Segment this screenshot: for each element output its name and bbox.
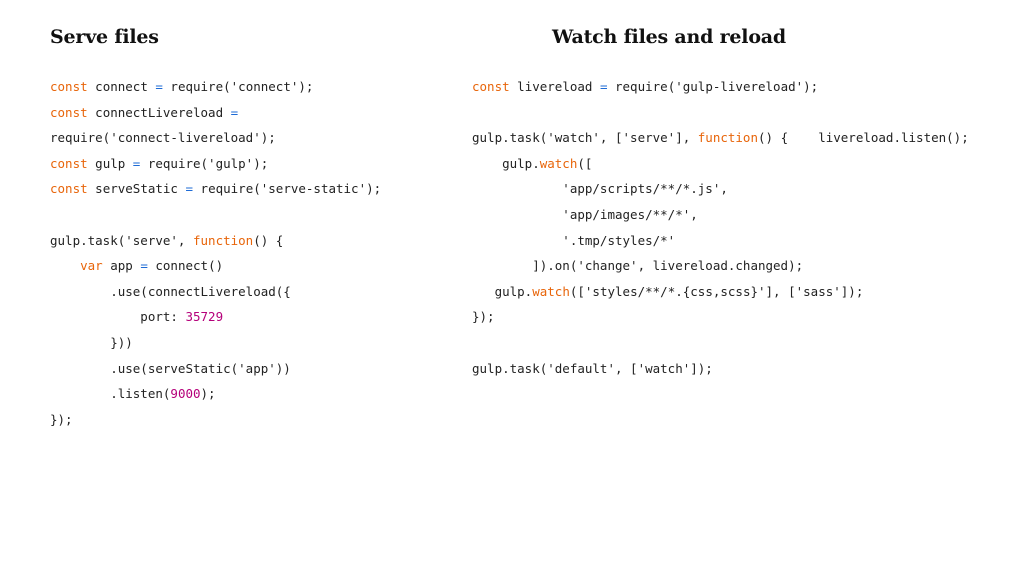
serve-files-code-block: const connect = require('connect');const… [50, 74, 381, 432]
code-text: gulp.task('default', ['watch']); [472, 360, 713, 376]
code-text: .use(connectLivereload({ [50, 283, 291, 299]
code-text: port: [50, 309, 186, 325]
code-line: gulp.task('serve', function() { [50, 228, 381, 254]
code-text: require('serve-static'); [193, 181, 382, 197]
code-function: watch [532, 283, 570, 299]
code-text: app [102, 258, 141, 274]
watch-files-heading: Watch files and reload [552, 26, 786, 48]
code-text: ); [200, 386, 216, 402]
code-text: ]).on('change', livereload.changed); [472, 258, 804, 274]
code-text: connectLivereload [87, 104, 231, 120]
code-operator: = [230, 104, 239, 120]
code-text: connect [87, 79, 156, 94]
code-line [472, 330, 969, 356]
code-line: const gulp = require('gulp'); [50, 151, 381, 177]
code-function: watch [539, 155, 578, 171]
code-text: 'app/images/**/*', [472, 206, 698, 222]
code-operator: = [155, 79, 163, 94]
code-text: require('gulp-livereload'); [607, 79, 819, 94]
code-text: ([ [577, 155, 593, 171]
code-line: const connectLivereload = [50, 100, 381, 126]
code-text: (['styles/**/*.{css,scss}'], ['sass']); [569, 283, 864, 299]
code-text: () { livereload.listen(); [758, 130, 969, 146]
code-text: require('gulp'); [140, 155, 269, 171]
code-line: var app = connect() [50, 253, 381, 279]
code-line: ]).on('change', livereload.changed); [472, 253, 969, 279]
code-line: const serveStatic = require('serve-stati… [50, 176, 381, 202]
code-line: 'app/scripts/**/*.js', [472, 176, 969, 202]
code-number: 35729 [185, 309, 224, 325]
code-text: gulp.task('watch', ['serve'], [472, 130, 698, 146]
code-text: gulp [87, 155, 133, 171]
code-function: function [193, 232, 254, 248]
code-line: gulp.task('default', ['watch']); [472, 356, 969, 382]
code-line: require('connect-livereload'); [50, 125, 381, 151]
code-text: require('connect-livereload'); [50, 130, 276, 146]
code-text: '.tmp/styles/*' [472, 232, 676, 248]
code-text: })) [50, 334, 133, 350]
code-line: gulp.watch([ [472, 151, 969, 177]
code-text: require('connect'); [162, 79, 314, 94]
code-line: const livereload = require('gulp-liverel… [472, 74, 969, 100]
code-line: const connect = require('connect'); [50, 74, 381, 100]
watch-files-code-block: const livereload = require('gulp-liverel… [472, 74, 969, 381]
code-text [50, 258, 80, 273]
code-line [472, 100, 969, 126]
code-text: gulp. [472, 283, 533, 299]
code-keyword: const [50, 104, 88, 120]
code-text: gulp. [472, 155, 540, 171]
code-operator: = [599, 79, 608, 94]
code-text: .listen( [50, 386, 171, 402]
code-text: gulp.task('serve', [50, 232, 193, 248]
code-keyword: const [472, 79, 510, 94]
code-text: () { [253, 232, 284, 248]
code-line: 'app/images/**/*', [472, 202, 969, 228]
code-number: 9000 [170, 386, 201, 402]
code-text: serveStatic [87, 181, 186, 197]
code-line: .use(connectLivereload({ [50, 279, 381, 305]
serve-files-heading: Serve files [50, 26, 159, 48]
code-text: }); [50, 411, 73, 427]
code-line: gulp.watch(['styles/**/*.{css,scss}'], [… [472, 279, 969, 305]
code-line: port: 35729 [50, 304, 381, 330]
code-line: '.tmp/styles/*' [472, 228, 969, 254]
code-keyword: const [50, 155, 88, 171]
code-line: .listen(9000); [50, 381, 381, 407]
code-operator: = [140, 258, 148, 274]
code-function: function [697, 130, 758, 146]
code-keyword: const [50, 79, 88, 94]
code-text: livereload [509, 79, 600, 94]
code-text: connect() [147, 258, 224, 274]
code-text: }); [472, 309, 495, 325]
code-operator: = [132, 155, 141, 171]
code-text: 'app/scripts/**/*.js', [472, 181, 728, 197]
code-text: .use(serveStatic('app')) [50, 360, 291, 376]
code-line: }); [50, 407, 381, 433]
code-line: gulp.task('watch', ['serve'], function()… [472, 125, 969, 151]
code-keyword: const [50, 181, 88, 197]
code-keyword: var [80, 258, 103, 274]
code-line: .use(serveStatic('app')) [50, 356, 381, 382]
code-line: }); [472, 304, 969, 330]
code-operator: = [185, 181, 194, 197]
code-line: })) [50, 330, 381, 356]
code-line [50, 202, 381, 228]
